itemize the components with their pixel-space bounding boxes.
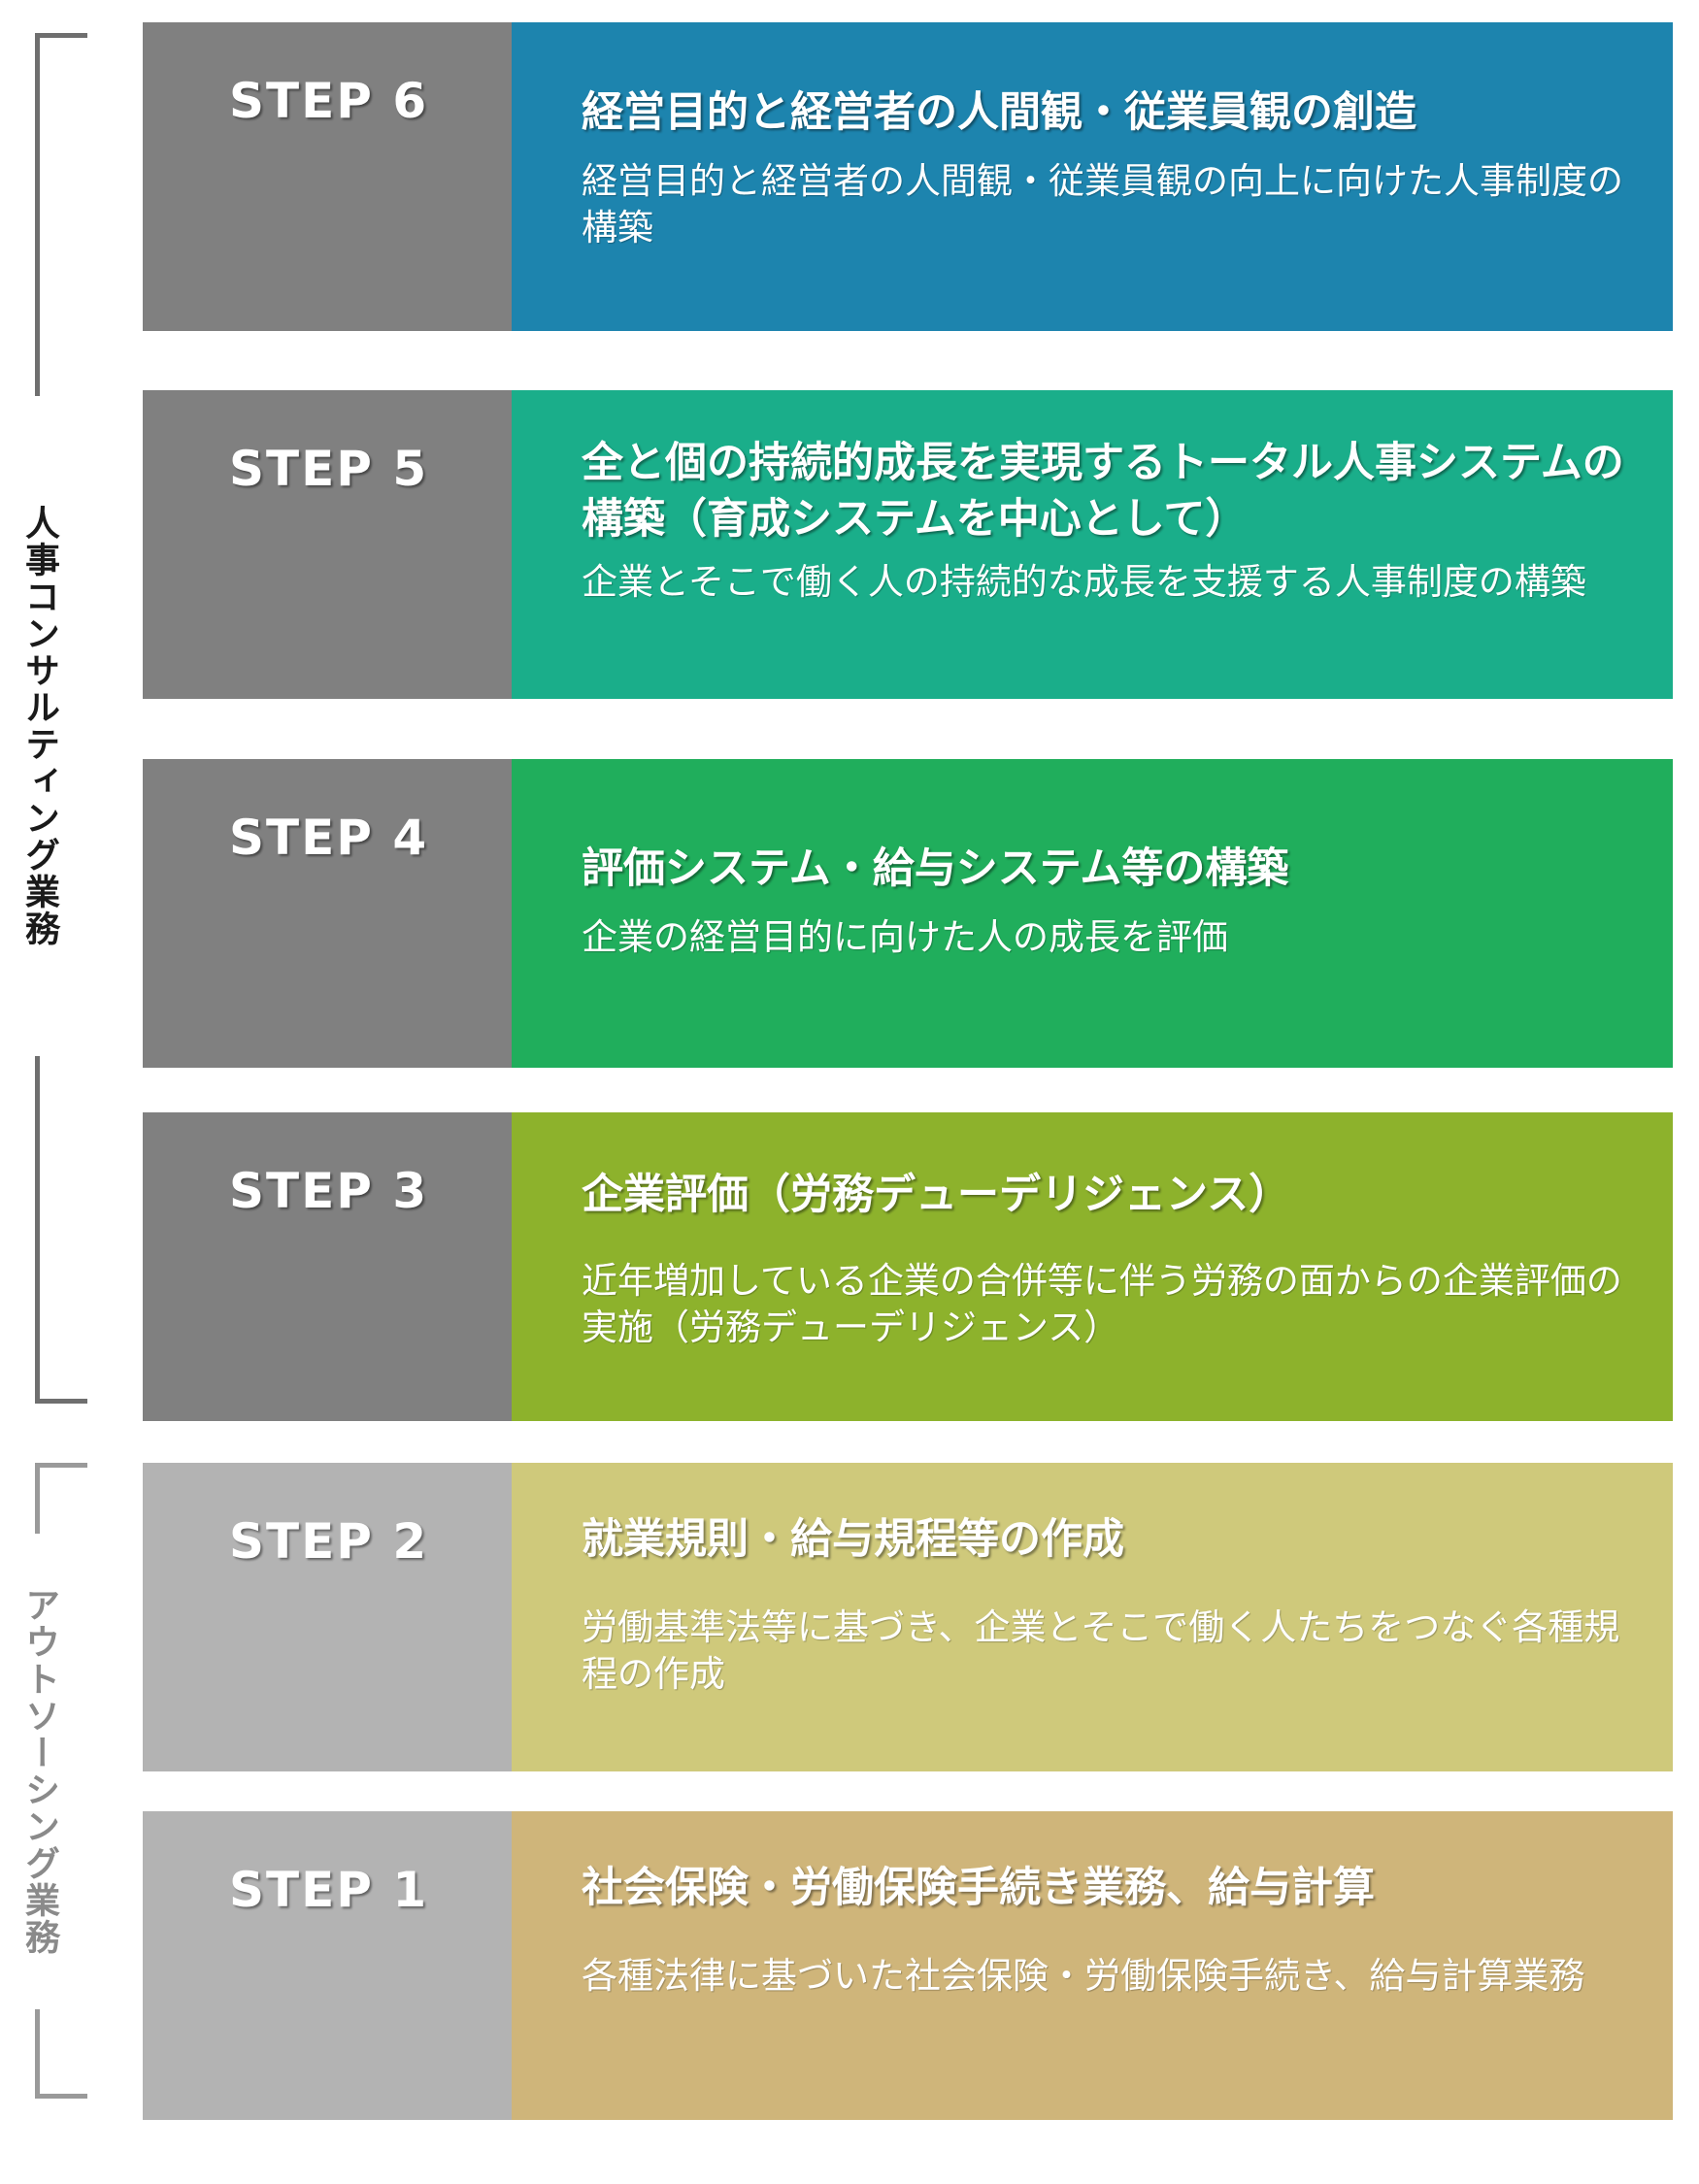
step-number: STEP 3 — [143, 1112, 512, 1421]
step-number: STEP 1 — [143, 1811, 512, 2120]
step-3-row: STEP 3 企業評価（労務デューデリジェンス） 近年増加している企業の合併等に… — [143, 1112, 1673, 1421]
bracket-bottom-cap — [35, 1399, 87, 1404]
step-6-row: STEP 6 経営目的と経営者の人間観・従業員観の創造 経営目的と経営者の人間観… — [143, 22, 1673, 331]
step-body: 経営目的と経営者の人間観・従業員観の創造 経営目的と経営者の人間観・従業員観の向… — [512, 22, 1673, 331]
step-number: STEP 5 — [143, 390, 512, 699]
step-title: 社会保険・労働保険手続き業務、給与計算 — [582, 1864, 1375, 1912]
step-description: 企業とそこで働く人の持続的な成長を支援する人事制度の構築 — [582, 561, 1586, 603]
step-body: 評価システム・給与システム等の構築 企業の経営目的に向けた人の成長を評価 — [512, 759, 1673, 1068]
step-description: 労働基準法等に基づき、企業とそこで働く人たちをつなぐ各種規程の作成 — [582, 1606, 1620, 1695]
step-number: STEP 4 — [143, 759, 512, 1068]
step-4-row: STEP 4 評価システム・給与システム等の構築 企業の経営目的に向けた人の成長… — [143, 759, 1673, 1068]
step-title: 企業評価（労務デューデリジェンス） — [582, 1171, 1291, 1219]
step-title: 評価システム・給与システム等の構築 — [582, 844, 1289, 893]
step-5-row: STEP 5 全と個の持続的成長を実現するトータル人事システムの構築（育成システ… — [143, 390, 1673, 699]
step-title: 就業規則・給与規程等の作成 — [582, 1515, 1124, 1564]
bracket-top-cap — [35, 33, 87, 38]
step-title: 全と個の持続的成長を実現するトータル人事システムの構築（育成システムを中心として… — [582, 439, 1624, 544]
outsourcing-group-label: アウトソーシング業務 — [19, 1534, 59, 2009]
step-title: 経営目的と経営者の人間観・従業員観の創造 — [582, 88, 1416, 137]
step-description: 経営目的と経営者の人間観・従業員観の向上に向けた人事制度の構築 — [582, 160, 1623, 248]
bracket-bottom-cap — [35, 2094, 87, 2099]
step-number: STEP 2 — [143, 1463, 512, 1771]
step-description: 近年増加している企業の合併等に伴う労務の面からの企業評価の実施（労務デューデリジ… — [582, 1260, 1622, 1348]
step-description: 企業の経営目的に向けた人の成長を評価 — [582, 916, 1228, 958]
step-body: 企業評価（労務デューデリジェンス） 近年増加している企業の合併等に伴う労務の面か… — [512, 1112, 1673, 1421]
step-body: 全と個の持続的成長を実現するトータル人事システムの構築（育成システムを中心として… — [512, 390, 1673, 699]
step-description: 各種法律に基づいた社会保険・労働保険手続き、給与計算業務 — [582, 1955, 1585, 1997]
step-body: 社会保険・労働保険手続き業務、給与計算 各種法律に基づいた社会保険・労働保険手続… — [512, 1811, 1673, 2120]
step-2-row: STEP 2 就業規則・給与規程等の作成 労働基準法等に基づき、企業とそこで働く… — [143, 1463, 1673, 1771]
consulting-group-label: 人事コンサルティング業務 — [19, 396, 59, 1056]
step-number: STEP 6 — [143, 22, 512, 331]
step-body: 就業規則・給与規程等の作成 労働基準法等に基づき、企業とそこで働く人たちをつなぐ… — [512, 1463, 1673, 1771]
bracket-top-cap — [35, 1463, 87, 1468]
step-1-row: STEP 1 社会保険・労働保険手続き業務、給与計算 各種法律に基づいた社会保険… — [143, 1811, 1673, 2120]
